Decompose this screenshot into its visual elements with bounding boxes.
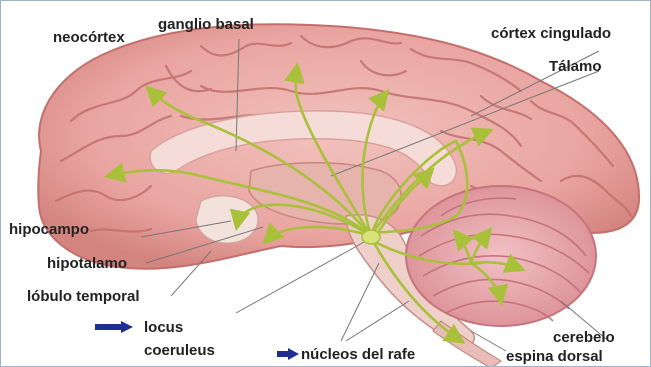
label-nucleos-rafe: núcleos del rafe: [301, 346, 415, 363]
label-locus-line2: coeruleus: [144, 342, 215, 359]
label-espina-dorsal: espina dorsal: [506, 348, 603, 365]
right-arrow-icon: [277, 348, 299, 360]
label-hipotalamo: hipotalamo: [47, 255, 127, 272]
label-locus-line1: locus: [144, 319, 183, 336]
hippocampus-region: [196, 196, 258, 243]
label-lobulo-temporal: lóbulo temporal: [27, 288, 140, 305]
label-cortex-cingulado: córtex cingulado: [491, 25, 611, 42]
label-cerebelo: cerebelo: [553, 329, 615, 346]
label-ganglio-basal: ganglio basal: [158, 16, 254, 33]
right-arrow-icon: [95, 321, 133, 333]
label-talamo: Tálamo: [549, 58, 602, 75]
label-hipocampo: hipocampo: [9, 221, 89, 238]
label-neocortex: neocórtex: [53, 29, 125, 46]
locus-coeruleus-nucleus: [362, 230, 380, 244]
